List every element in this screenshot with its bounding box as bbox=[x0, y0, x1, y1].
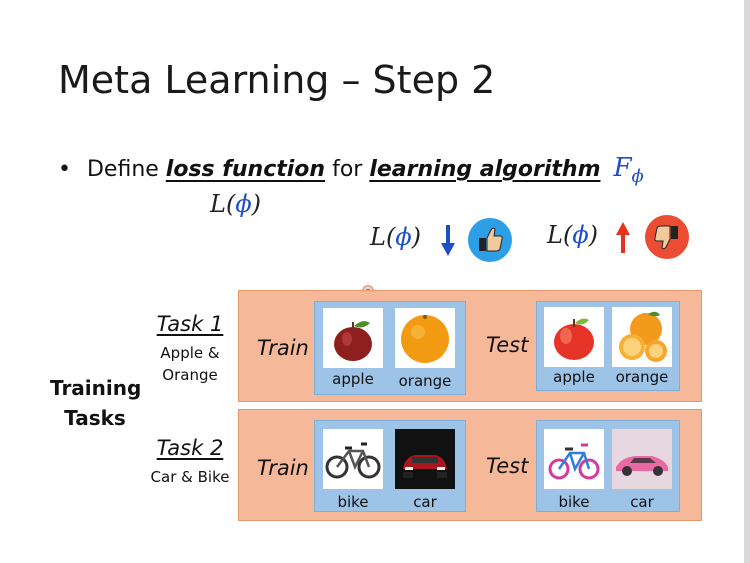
thumbs-up-icon bbox=[468, 218, 512, 262]
train-set: bike car bbox=[314, 420, 466, 512]
task-description: Apple & Orange bbox=[145, 342, 235, 386]
bullet-middle: for bbox=[332, 157, 363, 182]
bike-image bbox=[323, 429, 383, 489]
loss-decrease-expression: L(ϕ) bbox=[370, 223, 421, 251]
apple-image bbox=[323, 308, 383, 368]
test-item-label: apple bbox=[553, 368, 595, 386]
orange-image bbox=[395, 308, 455, 368]
task-2-label: Task 2 Car & Bike bbox=[145, 436, 235, 488]
loss-l: L( bbox=[547, 221, 573, 249]
task-2-panel: Train bbox=[238, 409, 702, 521]
bullet-marker: • bbox=[58, 157, 71, 182]
window-edge bbox=[744, 0, 750, 563]
test-label: Test bbox=[486, 333, 529, 357]
loss-phi: ϕ bbox=[572, 221, 589, 249]
loss-increase-expression: L(ϕ) bbox=[547, 221, 598, 249]
loss-close: ) bbox=[588, 221, 599, 249]
task-desc-line2: Orange bbox=[162, 366, 218, 384]
up-arrow-icon bbox=[616, 222, 630, 253]
bullet-prefix: Define bbox=[86, 157, 159, 182]
task-name: Task 2 bbox=[156, 436, 224, 460]
train-label: Train bbox=[257, 336, 309, 360]
train-label: Train bbox=[257, 456, 309, 480]
learning-algorithm-term: learning algorithm bbox=[369, 157, 601, 182]
loss-phi: ϕ bbox=[235, 190, 252, 218]
slide-title: Meta Learning – Step 2 bbox=[58, 58, 496, 102]
bullet-point: • Define loss function for learning algo… bbox=[58, 153, 644, 187]
train-item-label: orange bbox=[398, 372, 452, 390]
down-arrow-icon bbox=[441, 225, 455, 256]
test-item-label: orange bbox=[615, 368, 669, 386]
test-item-label: bike bbox=[558, 493, 590, 511]
loss-close: ) bbox=[251, 190, 262, 218]
training-tasks-label: Training Tasks bbox=[50, 373, 142, 433]
loss-expression: L(ϕ) bbox=[210, 190, 261, 218]
train-set: apple orange bbox=[314, 301, 466, 395]
loss-l: L( bbox=[370, 223, 396, 251]
loss-phi: ϕ bbox=[395, 223, 412, 251]
train-item-label: car bbox=[413, 493, 437, 511]
task-1-panel: Train apple orange Test bbox=[238, 290, 702, 402]
training-label-line1: Training bbox=[50, 376, 142, 400]
thumbs-down-icon bbox=[645, 215, 689, 259]
car-image bbox=[395, 429, 455, 489]
test-set: bike car bbox=[536, 420, 680, 512]
test-set: apple orange bbox=[536, 301, 680, 391]
test-label: Test bbox=[486, 454, 529, 478]
loss-close: ) bbox=[411, 223, 422, 251]
f-phi-symbol: Fϕ bbox=[613, 153, 644, 188]
test-item-label: car bbox=[630, 493, 654, 511]
task-description: Car & Bike bbox=[150, 468, 230, 486]
orange-image bbox=[612, 307, 672, 367]
train-item-label: apple bbox=[332, 370, 374, 388]
bike-image bbox=[544, 429, 604, 489]
apple-image bbox=[544, 307, 604, 367]
loss-l: L( bbox=[210, 190, 236, 218]
loss-function-term: loss function bbox=[165, 157, 326, 182]
train-item-label: bike bbox=[337, 493, 369, 511]
car-image bbox=[612, 429, 672, 489]
task-desc-line1: Apple & bbox=[160, 344, 220, 362]
training-label-line2: Tasks bbox=[64, 406, 126, 430]
task-1-label: Task 1 Apple & Orange bbox=[145, 312, 235, 386]
task-name: Task 1 bbox=[156, 312, 224, 336]
